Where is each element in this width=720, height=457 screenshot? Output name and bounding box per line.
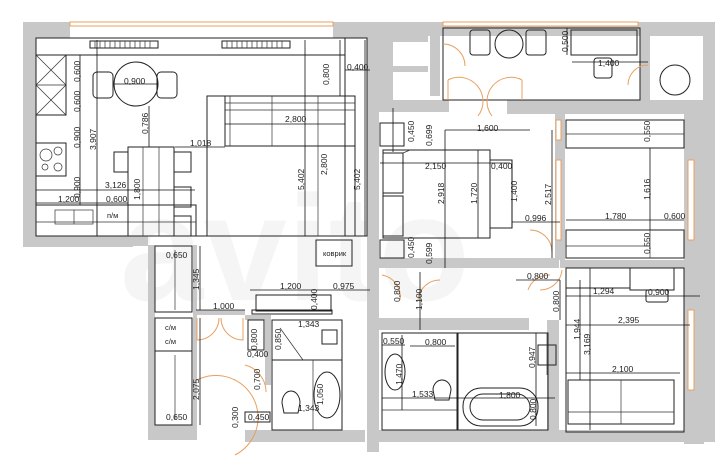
dim-label: 1,616 [642, 178, 652, 200]
dim-label: 0,900 [72, 176, 82, 198]
dim-label: 1,343 [298, 319, 320, 329]
dim-label: 1,944 [572, 318, 582, 340]
rug-label: коврик [323, 249, 347, 258]
dim-label: 2,517 [543, 183, 553, 205]
dim-label: 0,400 [247, 349, 269, 359]
dim-label: 1,050 [315, 383, 325, 405]
dim-label: 0,450 [406, 120, 416, 142]
dim-label: 0,550 [642, 232, 652, 254]
dim-label: 1,800 [132, 178, 142, 200]
dim-label: 0,500 [560, 30, 570, 52]
dryer-label: с/м [165, 337, 176, 346]
dim-label: 0,599 [424, 242, 434, 264]
dim-label: 0,900 [648, 287, 670, 297]
dim-label: 2,075 [191, 378, 201, 400]
dim-label: 1,400 [509, 180, 519, 202]
dim-label: 2,800 [285, 114, 307, 124]
hall: с/м с/м [154, 245, 343, 456]
dim-label: 0,786 [140, 112, 150, 134]
dim-label: 0,550 [383, 336, 405, 346]
dim-label: 0,800 [425, 337, 447, 347]
dim-label: 1,000 [213, 301, 235, 311]
dim-label: 1,200 [280, 281, 302, 291]
dim-label: 1,294 [593, 286, 615, 296]
dim-label: 0,699 [424, 124, 434, 146]
radiator-icon [221, 40, 291, 49]
dim-label: 0,450 [248, 412, 270, 422]
dim-label: 0,800 [528, 398, 538, 420]
cooktop-icon [39, 146, 63, 172]
dressing-room [565, 119, 685, 259]
windows [69, 21, 695, 391]
dim-label: 0,800 [551, 290, 561, 312]
dim-label: 0,800 [249, 328, 259, 350]
dim-label: 0,800 [392, 280, 402, 302]
dim-label: 5,402 [352, 168, 362, 190]
dim-label: 0,550 [642, 120, 652, 142]
walls [23, 22, 715, 452]
dim-label: 2,918 [436, 182, 446, 204]
dim-label: 0,600 [664, 211, 686, 221]
dim-label: 0,800 [527, 271, 549, 281]
dimension-lines [36, 28, 700, 430]
dim-label: 2,150 [425, 161, 447, 171]
dim-label: 1,200 [58, 194, 80, 204]
dim-label: 0,947 [527, 346, 537, 368]
dim-label: 1,470 [394, 363, 404, 385]
dim-label: 0,850 [273, 328, 283, 350]
dim-label: 0,700 [252, 368, 262, 390]
dim-label: 0,650 [166, 250, 188, 260]
sink [313, 371, 341, 419]
dim-label: 0,800 [321, 63, 331, 85]
dim-label: 3,907 [88, 128, 98, 150]
dim-label: 3,126 [105, 180, 127, 190]
washer-label: с/м [165, 323, 176, 332]
dim-label: 2,800 [319, 153, 329, 175]
dim-label: 1,100 [414, 288, 424, 310]
dim-label: 1,018 [190, 138, 212, 148]
dim-label: 0,600 [72, 60, 82, 82]
dim-label: 3,169 [582, 333, 592, 355]
toilet [281, 390, 301, 414]
dimension-labels: 0,600 0,600 0,900 0,900 3,907 0,900 0,78… [58, 30, 686, 428]
kitchen-living: п/м коврик [35, 37, 368, 267]
door-arc [196, 317, 220, 341]
dim-label: 2,395 [618, 315, 640, 325]
dim-label: 0,600 [106, 194, 128, 204]
dim-label: 1,720 [469, 182, 479, 204]
dim-label: 1,343 [298, 403, 320, 413]
dim-label: 1,533 [412, 389, 434, 399]
dim-label: 1,600 [477, 123, 499, 133]
dim-label: 0,400 [309, 288, 319, 310]
dim-label: 0,400 [491, 161, 513, 171]
dim-label: 0,900 [124, 76, 146, 86]
dim-label: 1,345 [191, 268, 201, 290]
balcony [442, 27, 691, 117]
dim-label: 1,800 [499, 390, 521, 400]
dishwasher-label: п/м [107, 211, 118, 220]
dim-label: 0,450 [406, 236, 416, 258]
dim-label: 1,780 [605, 211, 627, 221]
dim-label: 0,975 [333, 281, 355, 291]
dim-label: 0,300 [230, 406, 240, 428]
dim-label: 0,900 [72, 126, 82, 148]
dim-label: 1,400 [598, 58, 620, 68]
dim-label: 2,100 [612, 364, 634, 374]
radiator-icon [89, 40, 159, 49]
bathroom [381, 332, 557, 431]
dim-label: 0,996 [525, 213, 547, 223]
dim-label: 0,400 [347, 62, 369, 72]
dim-label: 0,600 [72, 90, 82, 112]
dim-label: 5,402 [296, 168, 306, 190]
dim-label: 0,650 [166, 412, 188, 422]
